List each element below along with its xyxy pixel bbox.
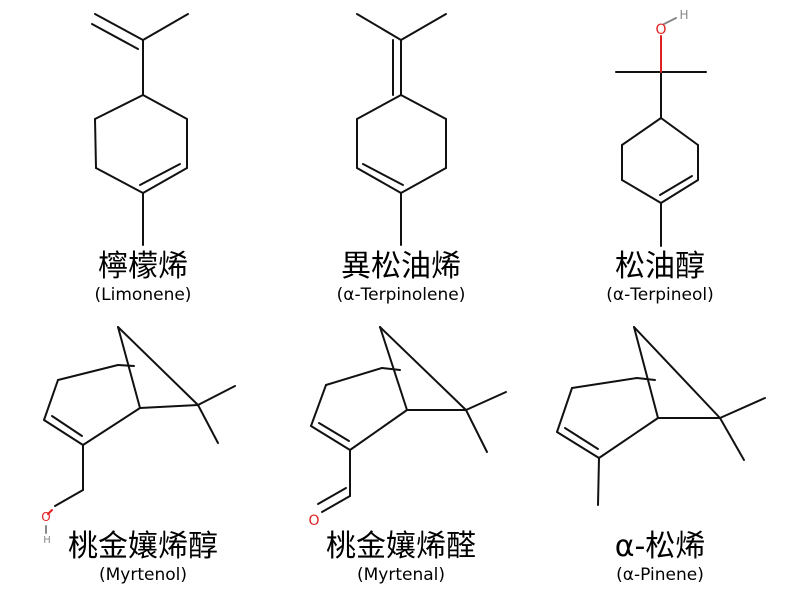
hydrogen-atom-label: H — [43, 535, 51, 546]
oxygen-atom-label: O — [655, 22, 666, 38]
compound-name-en: (Myrtenol) — [98, 565, 187, 585]
compound-name-en: (α-Pinene) — [616, 565, 704, 585]
limonene-label: 檸檬烯 (Limonene) — [13, 250, 273, 306]
myrtenol-structure: O H — [41, 326, 236, 546]
compound-name-cn: α-松烯 — [614, 529, 706, 564]
compound-name-en: (α-Terpinolene) — [336, 285, 466, 305]
pinene-structure — [556, 326, 766, 506]
terpineol-label: 松油醇 (α-Terpineol) — [530, 250, 790, 306]
oxygen-atom-label: O — [41, 510, 50, 524]
pinene-label: α-松烯 (α-Pinene) — [530, 530, 790, 586]
myrtenol-label: 桃金孃烯醇 (Myrtenol) — [13, 530, 273, 586]
terpineol-structure: O H — [615, 8, 707, 247]
compound-name-en: (α-Terpineol) — [606, 285, 714, 305]
compound-name-cn: 桃金孃烯醇 — [68, 529, 218, 564]
compound-name-en: (Myrtenal) — [356, 565, 446, 585]
terpinolene-label: 異松油烯 (α-Terpinolene) — [271, 250, 531, 306]
myrtenal-label: 桃金孃烯醛 (Myrtenal) — [271, 530, 531, 586]
hydrogen-atom-label: H — [679, 8, 688, 22]
compound-name-cn: 桃金孃烯醛 — [326, 529, 476, 564]
compound-name-en: (Limonene) — [94, 285, 192, 305]
compound-name-cn: 松油醇 — [615, 249, 705, 284]
oxygen-atom-label: O — [308, 513, 319, 529]
compound-name-cn: 檸檬烯 — [98, 249, 188, 284]
limonene-structure — [91, 13, 189, 246]
compound-name-cn: 異松油烯 — [341, 249, 461, 284]
myrtenal-structure: O — [308, 326, 507, 529]
terpinolene-structure — [356, 13, 447, 246]
